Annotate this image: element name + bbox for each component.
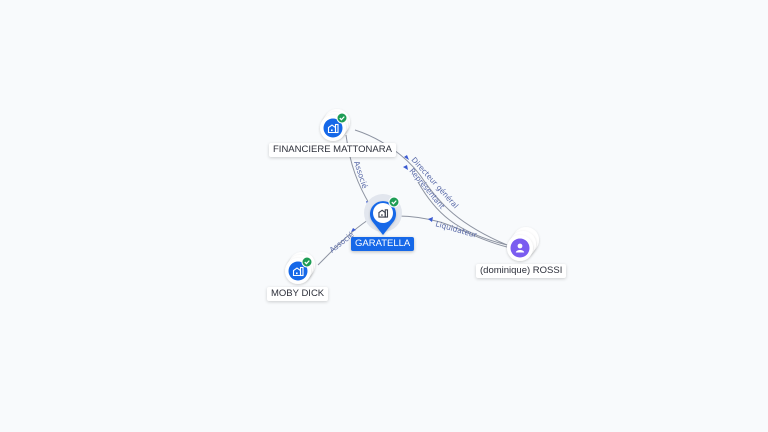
- edge-label-associe-1: Associé: [352, 160, 369, 190]
- node-label-garatella[interactable]: GARATELLA: [351, 237, 415, 251]
- verified-check-icon: [388, 196, 400, 208]
- node-moby-dick[interactable]: [285, 252, 315, 284]
- node-dominique-rossi[interactable]: [507, 227, 539, 261]
- edge-rossi-garatella[interactable]: Liquidateur: [397, 215, 508, 248]
- node-label-dominique-rossi[interactable]: (dominique) ROSSI: [476, 264, 567, 278]
- node-label-moby-dick[interactable]: MOBY DICK: [267, 287, 329, 301]
- node-financiere-mattonara[interactable]: [320, 109, 350, 141]
- verified-check-icon: [301, 256, 313, 268]
- node-garatella[interactable]: [364, 194, 402, 235]
- verified-check-icon: [336, 112, 348, 124]
- node-label-financiere-mattonara[interactable]: FINANCIERE MATTONARA: [269, 143, 396, 157]
- person-icon: [515, 243, 525, 253]
- edge-label-liquidateur: Liquidateur: [434, 219, 478, 240]
- building-icon: [378, 209, 389, 218]
